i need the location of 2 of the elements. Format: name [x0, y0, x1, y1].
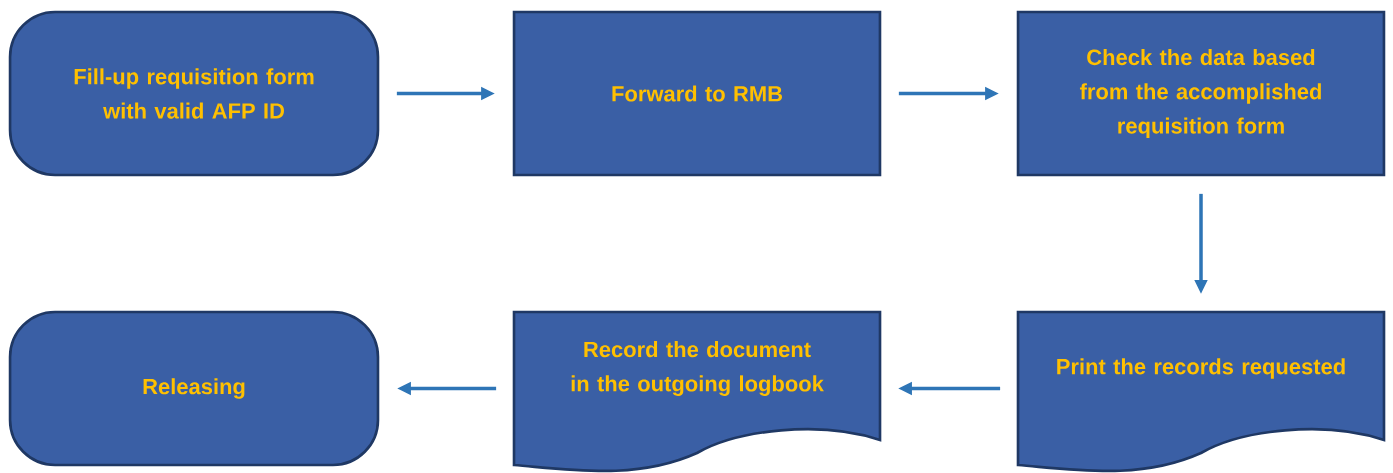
process-box: Forward to RMB — [512, 10, 882, 177]
process-box: Check the data based from the accomplished requisition form — [1016, 10, 1386, 177]
